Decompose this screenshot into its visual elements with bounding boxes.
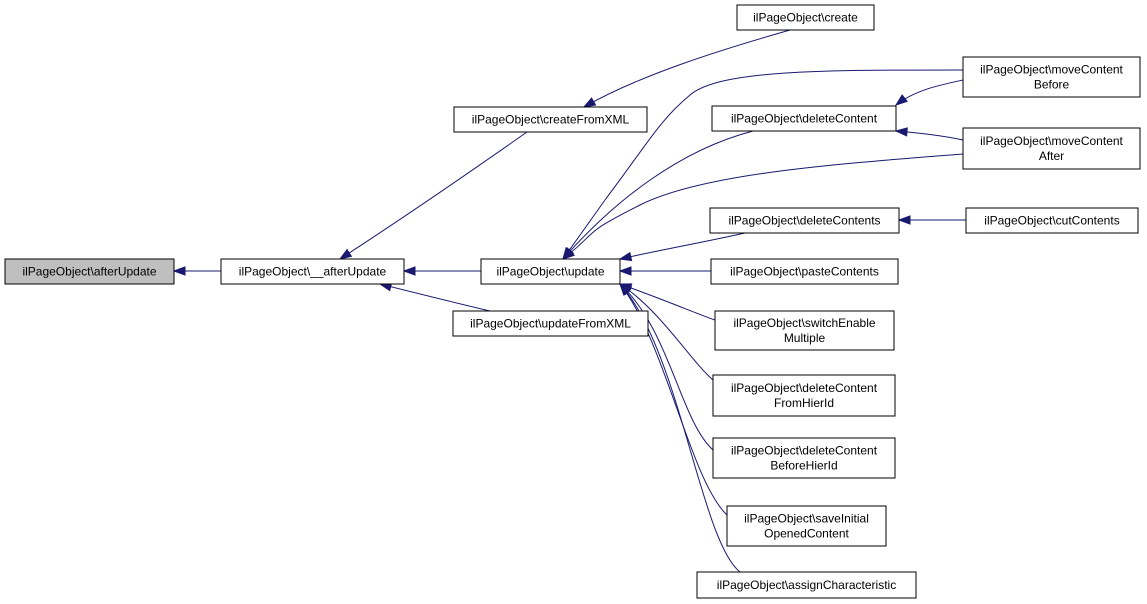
edge-line: [619, 283, 714, 451]
node-label: ilPageObject\update: [496, 265, 604, 279]
node-box: [710, 258, 899, 285]
edge-moveContentBefore-to-deleteContent: [894, 79, 964, 106]
arrowhead: [338, 248, 353, 260]
edge-line: [619, 232, 746, 260]
arrowhead: [897, 215, 911, 225]
node-assignCharacteristic[interactable]: ilPageObject\assignCharacteristic: [696, 571, 917, 599]
node-label: ilPageObject\__afterUpdate: [239, 265, 387, 279]
node-box: [965, 207, 1139, 234]
edge-line: [619, 283, 714, 381]
nodes-layer: ilPageObject\afterUpdate ilPageObject\__a…: [4, 4, 1141, 599]
arrowhead: [618, 251, 633, 262]
node-cutContents[interactable]: ilPageObject\cutContents: [965, 207, 1139, 234]
node-label: ilPageObject\deleteContent: [731, 112, 878, 126]
edge-deleteContents-to-update: [618, 232, 746, 262]
arrowhead: [894, 94, 908, 106]
edge-line: [562, 153, 964, 260]
edge-moveContentAfter-to-deleteContent: [894, 127, 964, 141]
node-label: ilPageObject\saveInitial: [744, 512, 869, 526]
node-label: ilPageObject\updateFromXML: [470, 317, 631, 331]
edge-line: [339, 131, 528, 260]
edges-layer: [172, 29, 966, 573]
node-box: [4, 258, 175, 285]
node-label: ilPageObject\moveContent: [980, 63, 1123, 77]
node-label: FromHierId: [774, 396, 834, 410]
node-label: ilPageObject\create: [753, 11, 858, 25]
edge-updateFromXML-to-__afterUpdate: [378, 282, 491, 312]
arrowhead: [402, 266, 416, 276]
edge-createFromXML-to-__afterUpdate: [338, 131, 528, 260]
node-label: ilPageObject\createFromXML: [472, 113, 630, 127]
node-pasteContents[interactable]: ilPageObject\pasteContents: [710, 258, 899, 285]
node-box: [726, 505, 887, 547]
node-label: ilPageObject\assignCharacteristic: [717, 578, 896, 592]
node-label: After: [1039, 149, 1064, 163]
node-update[interactable]: ilPageObject\update: [480, 258, 621, 285]
node-label: ilPageObject\switchEnable: [733, 316, 875, 330]
node-label: ilPageObject\deleteContents: [728, 214, 880, 228]
node-afterUpdate: ilPageObject\afterUpdate: [4, 258, 175, 285]
node-box: [712, 437, 896, 479]
edge-deleteContentBeforeHierId-to-update: [618, 283, 714, 451]
node-box: [696, 571, 917, 599]
node-box: [736, 4, 875, 31]
arrowhead: [582, 97, 597, 108]
arrowhead: [561, 248, 575, 260]
edge-moveContentAfter-to-update: [561, 153, 964, 260]
node-box: [453, 106, 648, 133]
arrowhead: [619, 282, 632, 296]
edge-__afterUpdate-to-afterUpdate: [172, 266, 222, 276]
arrowhead: [172, 266, 186, 276]
arrowhead: [894, 127, 908, 137]
edge-line: [562, 69, 964, 260]
edge-create-to-createFromXML: [582, 29, 791, 108]
node-label: ilPageObject\moveContent: [980, 134, 1123, 148]
node-label: ilPageObject\deleteContent: [731, 444, 878, 458]
node-label: Multiple: [784, 331, 826, 345]
node-label: Before: [1034, 78, 1070, 92]
node-label: ilPageObject\deleteContent: [731, 381, 878, 395]
node-box: [711, 105, 897, 132]
node-box: [962, 127, 1141, 170]
node-createFromXML[interactable]: ilPageObject\createFromXML: [453, 106, 648, 133]
edge-deleteContent-to-update: [562, 130, 754, 261]
node-box: [962, 56, 1141, 98]
node-label: ilPageObject\pasteContents: [730, 265, 879, 279]
node-create[interactable]: ilPageObject\create: [736, 4, 875, 31]
node-label: BeforeHierId: [770, 459, 837, 473]
node-box: [220, 258, 405, 285]
node-box: [452, 310, 649, 337]
node-deleteContent[interactable]: ilPageObject\deleteContent: [711, 105, 897, 132]
node-__afterUpdate[interactable]: ilPageObject\__afterUpdate: [220, 258, 405, 285]
node-box: [709, 207, 900, 234]
node-deleteContents[interactable]: ilPageObject\deleteContents: [709, 207, 900, 234]
edge-line: [583, 29, 791, 108]
node-label: ilPageObject\cutContents: [984, 214, 1119, 228]
arrowhead: [618, 266, 632, 276]
node-label: ilPageObject\afterUpdate: [22, 265, 156, 279]
edge-update-to-__afterUpdate: [402, 266, 482, 276]
node-box: [712, 374, 896, 417]
node-label: OpenedContent: [764, 527, 849, 541]
edge-pasteContents-to-update: [618, 266, 712, 276]
edge-line: [562, 130, 754, 260]
node-updateFromXML[interactable]: ilPageObject\updateFromXML: [452, 310, 649, 337]
node-box: [714, 310, 895, 351]
edge-line: [619, 283, 728, 516]
edge-line: [379, 283, 491, 312]
node-box: [480, 258, 621, 285]
edge-cutContents-to-deleteContents: [897, 215, 966, 225]
edge-line: [619, 283, 716, 321]
